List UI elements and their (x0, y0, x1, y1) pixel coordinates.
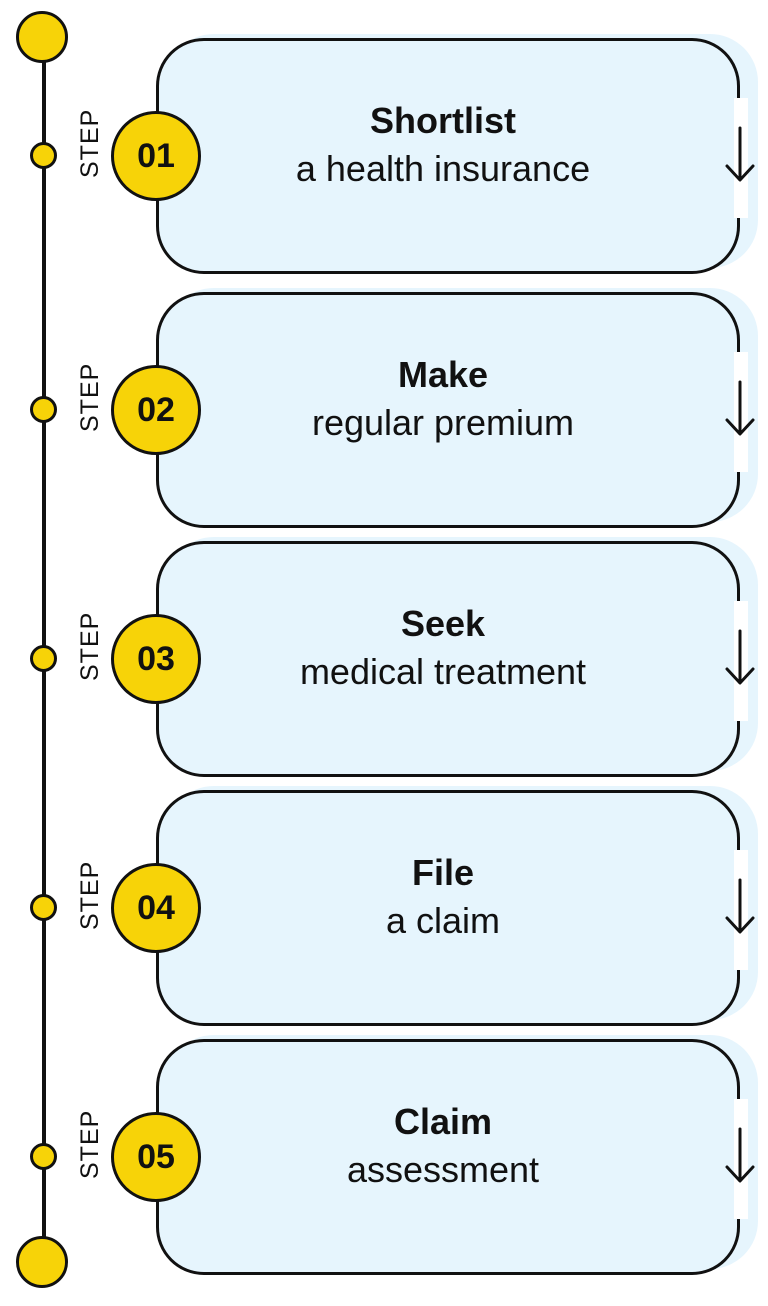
timeline-end-circle (16, 1236, 68, 1288)
step-5: STEP Claim assessment 05 (0, 1035, 768, 1277)
step-subtitle: a health insurance (295, 148, 591, 189)
step-1: STEP Shortlist a health insurance 01 (0, 34, 768, 276)
timeline-dot (30, 396, 57, 423)
timeline-dot (30, 1143, 57, 1170)
step-label: STEP (76, 860, 104, 930)
step-2: STEP Make regular premium 02 (0, 288, 768, 530)
timeline-dot (30, 894, 57, 921)
step-title: Seek (400, 603, 486, 644)
step-text: Make regular premium (156, 352, 730, 448)
step-number-badge: 05 (111, 1112, 201, 1202)
step-text: Shortlist a health insurance (156, 98, 730, 194)
step-label: STEP (76, 362, 104, 432)
timeline-dot (30, 142, 57, 169)
arrow-down-icon (725, 878, 755, 934)
step-text: Claim assessment (156, 1099, 730, 1195)
arrow-down-icon (725, 629, 755, 685)
step-title: Claim (393, 1101, 493, 1142)
step-card (156, 38, 740, 274)
step-title: Make (397, 354, 489, 395)
step-title: File (411, 852, 474, 893)
step-label: STEP (76, 108, 104, 178)
step-number-badge: 02 (111, 365, 201, 455)
step-3: STEP Seek medical treatment 03 (0, 537, 768, 779)
arrow-down-icon (725, 126, 755, 182)
timeline-dot (30, 645, 57, 672)
timeline-start-circle (16, 11, 68, 63)
step-subtitle: a claim (385, 900, 501, 941)
step-number-badge: 01 (111, 111, 201, 201)
step-text: Seek medical treatment (156, 601, 730, 697)
step-label: STEP (76, 611, 104, 681)
step-title: Shortlist (369, 100, 516, 141)
step-number-badge: 03 (111, 614, 201, 704)
step-card (156, 541, 740, 777)
arrow-down-icon (725, 1127, 755, 1183)
step-4: STEP File a claim 04 (0, 786, 768, 1028)
step-text: File a claim (156, 850, 730, 946)
step-number-badge: 04 (111, 863, 201, 953)
step-card (156, 292, 740, 528)
step-card (156, 790, 740, 1026)
arrow-down-icon (725, 380, 755, 436)
step-subtitle: assessment (346, 1149, 540, 1190)
step-subtitle: medical treatment (299, 651, 587, 692)
step-subtitle: regular premium (311, 402, 575, 443)
step-label: STEP (76, 1109, 104, 1179)
